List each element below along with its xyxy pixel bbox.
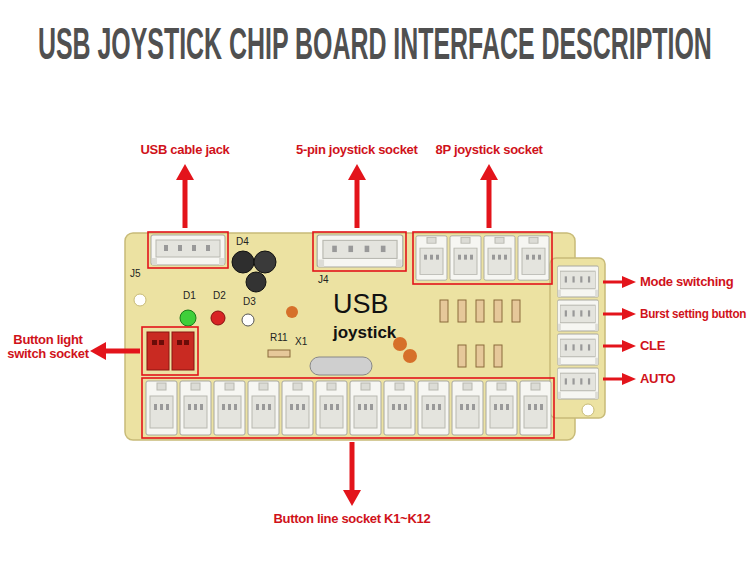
- component-name: D2: [213, 290, 226, 301]
- board-marking: joystick: [333, 324, 396, 343]
- component-name: D1: [183, 290, 196, 301]
- connector-name: J4: [318, 274, 329, 285]
- callout-label: 5-pin joystick socket: [296, 143, 418, 157]
- component-name: X1: [295, 336, 307, 347]
- callout-label: 8P joystick socket: [436, 143, 543, 157]
- component-name: R11: [270, 332, 288, 343]
- callout-label: Burst setting button: [640, 307, 746, 321]
- callout-label: CLE: [640, 339, 665, 353]
- callout-label: USB cable jack: [141, 143, 230, 157]
- component-name: D4: [236, 236, 249, 247]
- board-marking: USB: [333, 290, 389, 320]
- callout-label: Button light switch socket: [4, 333, 92, 362]
- callout-label: AUTO: [640, 372, 675, 386]
- component-name: D3: [243, 296, 256, 307]
- page-title: USB JOYSTICK CHIP BOARD INTERFACE DESCRI…: [38, 20, 712, 68]
- callout-label: Mode switching: [640, 275, 733, 289]
- connector-name: J5: [130, 268, 141, 279]
- callout-label: Button line socket K1~K12: [274, 512, 431, 526]
